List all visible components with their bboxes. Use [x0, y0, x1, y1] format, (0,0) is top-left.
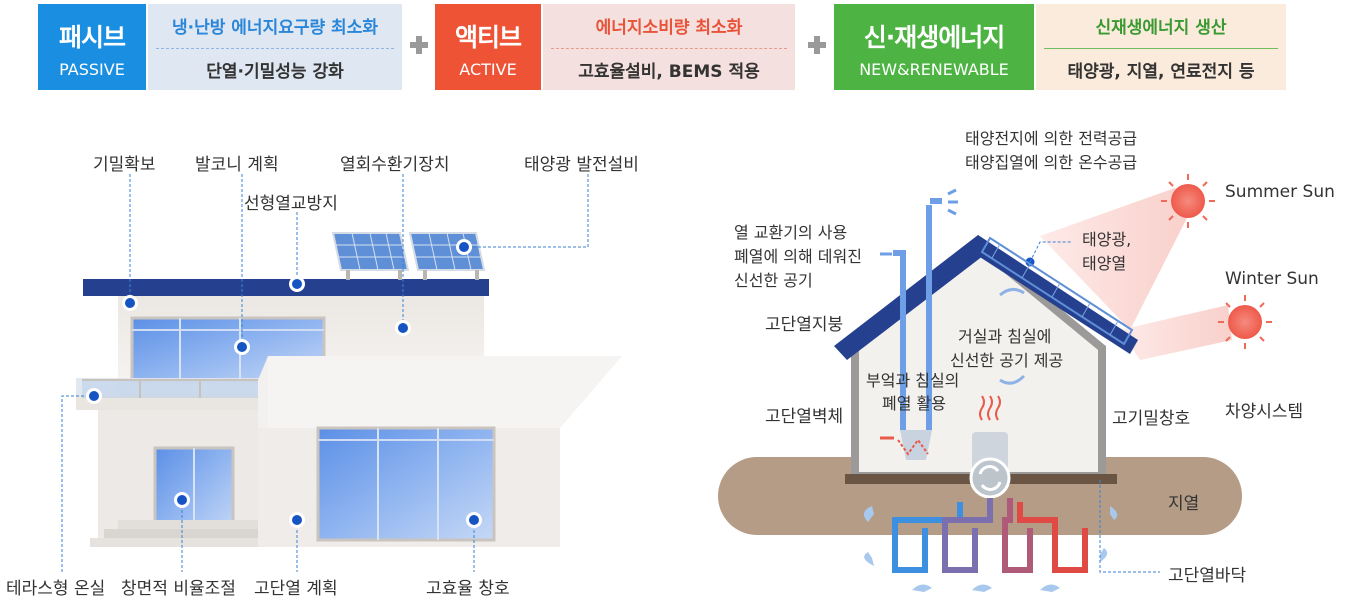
- label-solar-2: 태양열: [1082, 254, 1127, 273]
- label-living-2: 신선한 공기 제공: [950, 351, 1064, 370]
- renewable-title: 신·재생에너지: [863, 23, 1006, 52]
- label-balcony: 발코니 계획: [195, 155, 279, 175]
- ground-arrows: [863, 506, 1118, 592]
- passive-line2: 단열·기밀성능 강화: [206, 62, 344, 82]
- geothermal-loops: [892, 498, 1088, 573]
- label-solar-cell: 태양전지에 의한 전력공급: [965, 129, 1138, 148]
- sun-icon: [1161, 174, 1215, 228]
- passive-box: 패시브 PASSIVE: [38, 4, 146, 90]
- label-thermal-bridge: 선형열교방지: [244, 194, 338, 214]
- leader-lines: [61, 174, 589, 572]
- renewable-line1: 신재생에너지 생산: [1095, 18, 1227, 38]
- label-floor: 고단열바닥: [1168, 566, 1247, 586]
- plus-icon: [410, 36, 428, 54]
- active-box: 액티브 ACTIVE: [435, 4, 541, 90]
- sun-icon: [1218, 295, 1272, 349]
- label-waste-2: 폐열 활용: [882, 394, 946, 413]
- marker-dots: [86, 239, 1108, 528]
- passive-title: 패시브: [58, 23, 126, 52]
- label-window-ratio: 창면적 비율조절: [121, 579, 236, 599]
- label-hx-2: 폐열에 의해 데워진: [734, 247, 862, 266]
- active-subtitle: ACTIVE: [459, 60, 517, 79]
- renewable-box: 신·재생에너지 NEW&RENEWABLE: [834, 4, 1034, 90]
- active-title: 액티브: [454, 23, 522, 52]
- active-line2: 고효율설비, BEMS 적용: [578, 62, 760, 82]
- plus-icon: [808, 36, 826, 54]
- label-high-eff-window: 고효율 창호: [426, 579, 510, 599]
- label-roof: 고단열지붕: [765, 315, 844, 335]
- label-waste-1: 부엌과 침실의: [866, 371, 960, 390]
- label-terrace: 테라스형 온실: [6, 579, 106, 599]
- label-insulation: 고단열 계획: [254, 579, 338, 599]
- label-summer-sun: Summer Sun: [1225, 182, 1335, 202]
- renewable-subtitle: NEW&RENEWABLE: [859, 60, 1009, 79]
- label-geothermal: 지열: [1168, 494, 1200, 514]
- passive-subtitle: PASSIVE: [59, 60, 125, 79]
- label-airtight: 기밀확보: [93, 155, 156, 175]
- roof-slab: [83, 279, 489, 296]
- active-line1: 에너지소비량 최소화: [595, 18, 743, 38]
- label-solar-collector: 태양집열에 의한 온수공급: [965, 153, 1138, 172]
- passive-line1: 냉·난방 에너지요구량 최소화: [172, 18, 378, 38]
- roof: [834, 235, 992, 360]
- passive-desc: 냉·난방 에너지요구량 최소화 단열·기밀성능 강화: [148, 4, 402, 90]
- heat-pump-icon: [969, 457, 1011, 499]
- label-wall: 고단열벽체: [765, 407, 844, 427]
- solar-panel-icon: [331, 232, 410, 280]
- renewable-line2: 태양광, 지열, 연료전지 등: [1067, 62, 1255, 82]
- label-solar-pv: 태양광 발전설비: [524, 155, 639, 175]
- building: [76, 232, 622, 547]
- label-heat-recovery: 열회수환기장치: [340, 155, 450, 175]
- solar-panel-icon: [408, 232, 486, 280]
- active-desc: 에너지소비량 최소화 고효율설비, BEMS 적용: [543, 4, 795, 90]
- label-solar-1: 태양광,: [1082, 230, 1132, 249]
- label-living-1: 거실과 침실에: [958, 327, 1052, 346]
- renewable-desc: 신재생에너지 생산 태양광, 지열, 연료전지 등: [1036, 4, 1286, 90]
- label-winter-sun: Winter Sun: [1225, 269, 1319, 289]
- label-hx-3: 신선한 공기: [734, 271, 813, 290]
- label-shade: 차양시스템: [1225, 402, 1304, 422]
- label-window: 고기밀창호: [1112, 409, 1191, 429]
- label-hx-1: 열 교환기의 사용: [734, 223, 848, 242]
